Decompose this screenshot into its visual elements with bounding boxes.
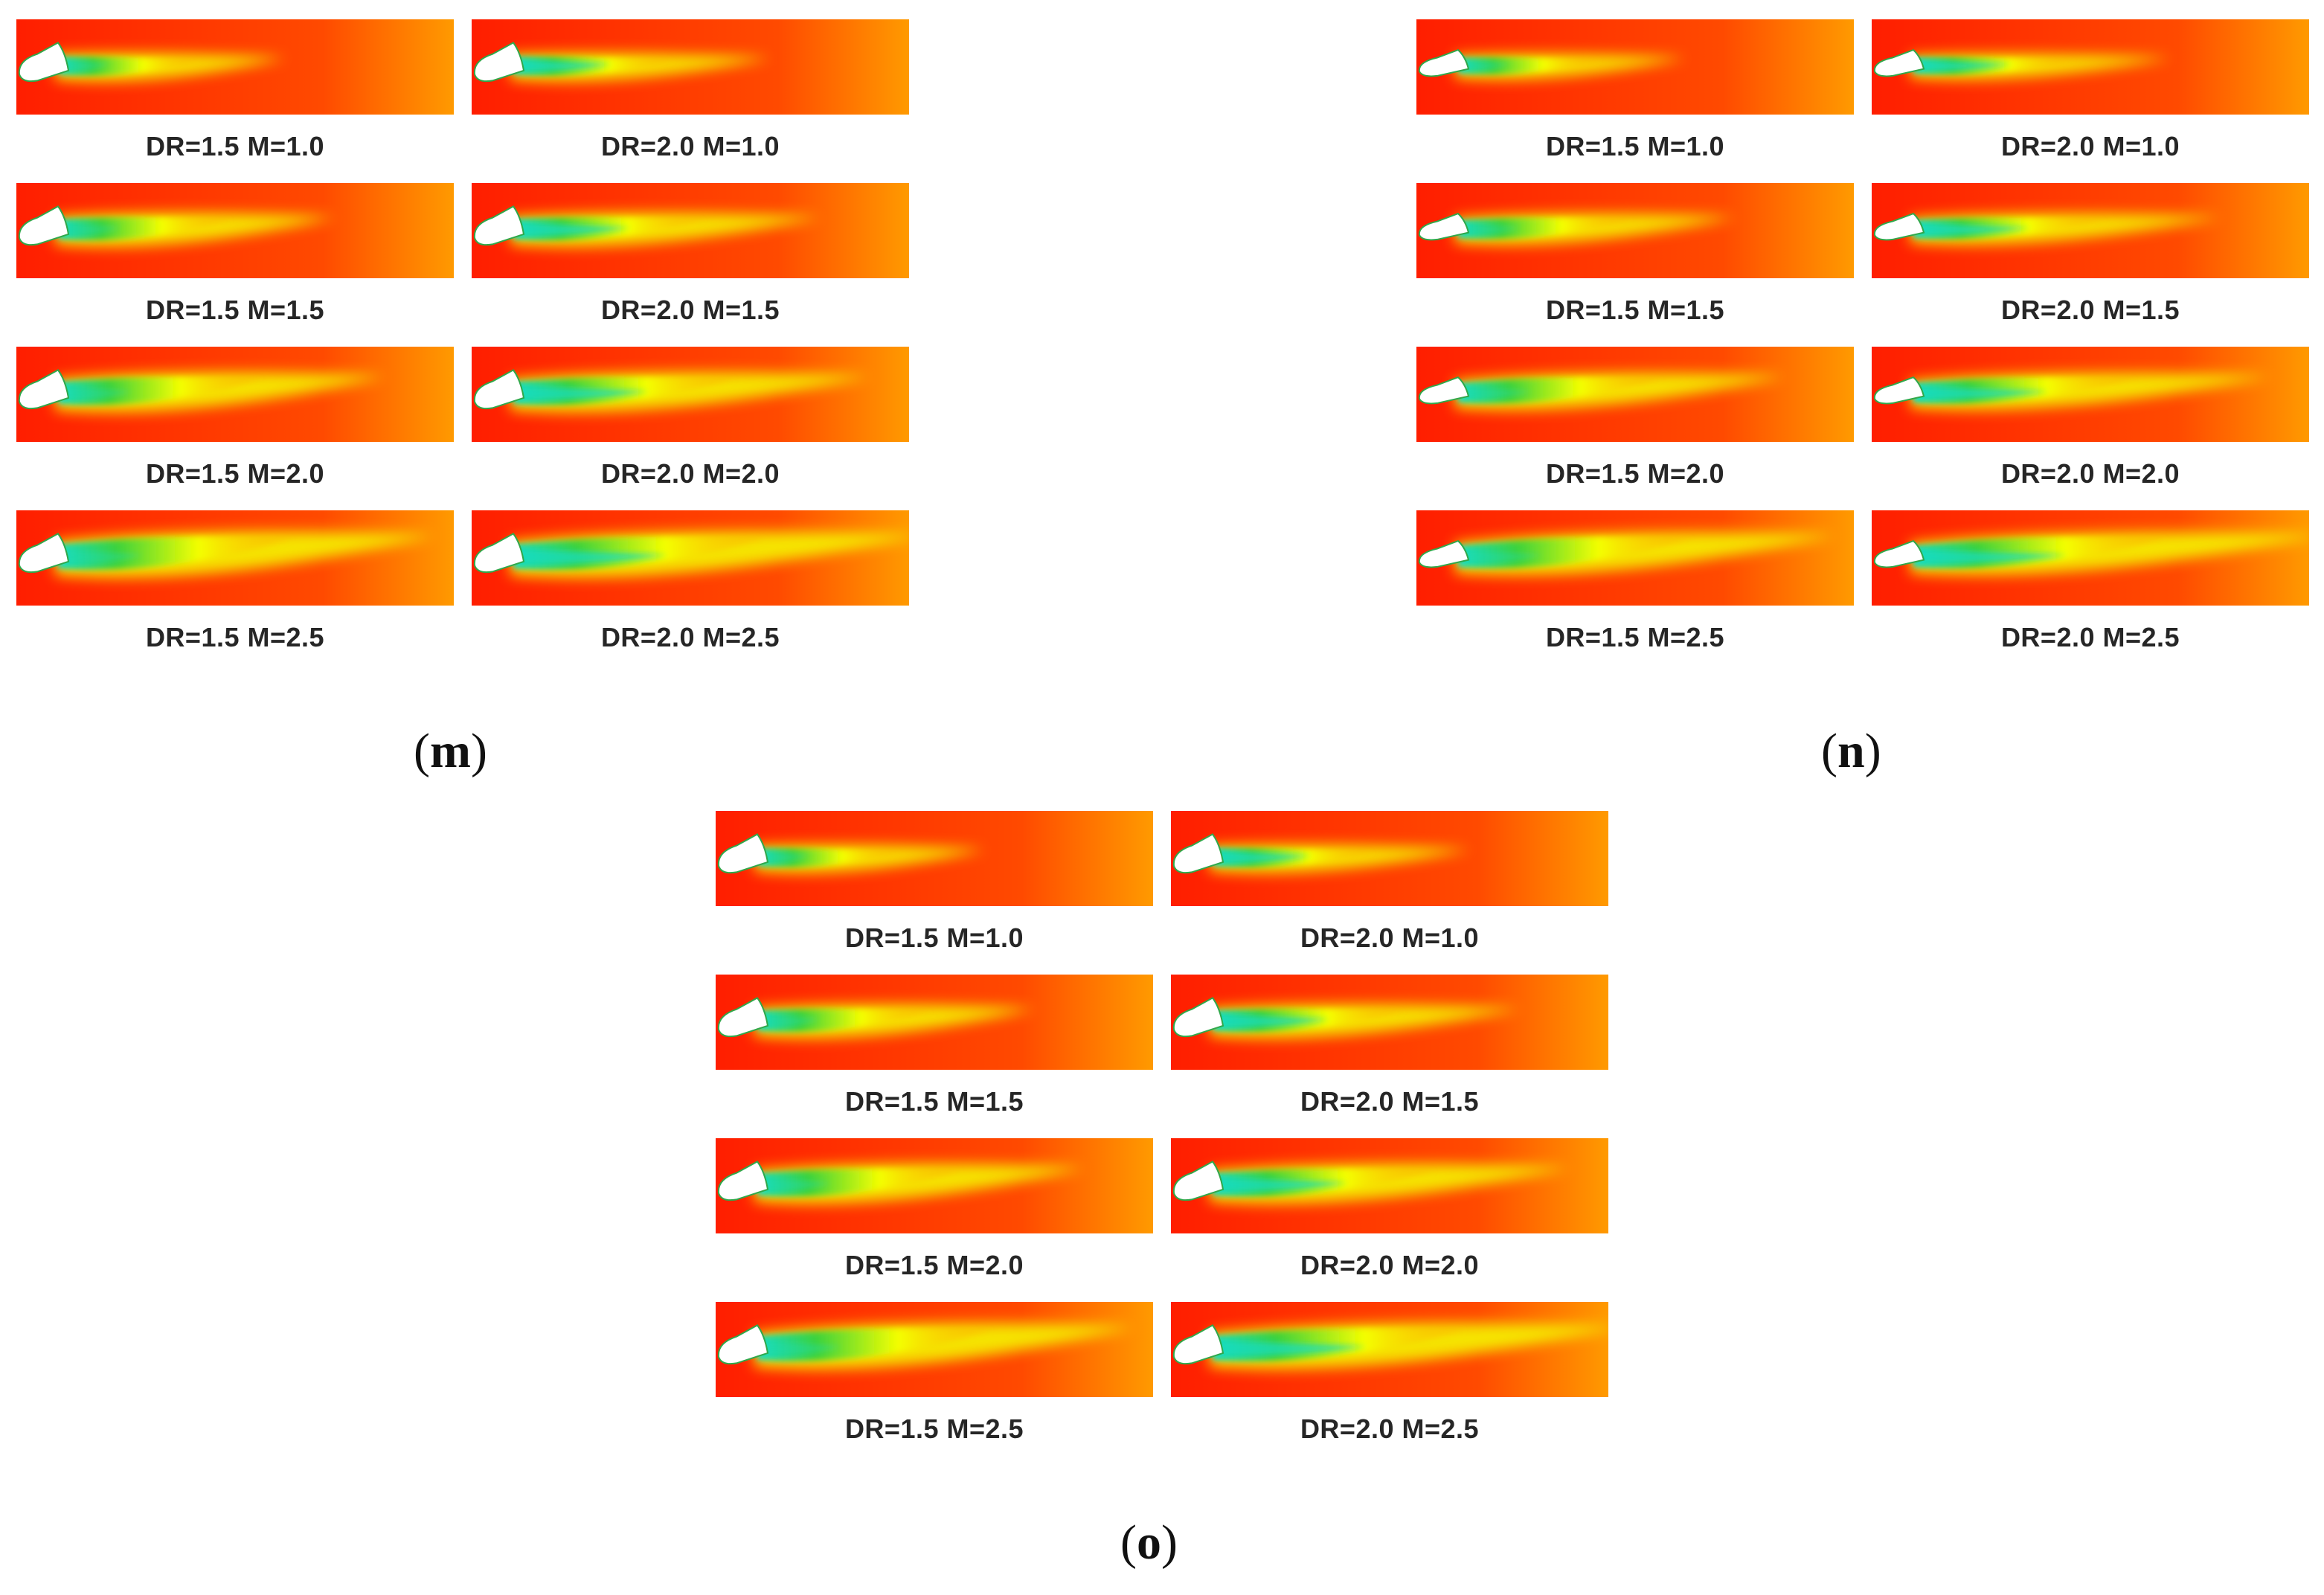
contour-panel <box>16 510 454 606</box>
panel-cell: DR=2.0 M=1.5 <box>472 183 909 347</box>
panel-caption: DR=1.5 M=2.5 <box>844 1413 1024 1444</box>
panel-cell: DR=2.0 M=1.0 <box>1171 811 1608 975</box>
subfigure-label-o: (o) <box>1120 1515 1178 1570</box>
contour-panel <box>1416 510 1854 606</box>
panel-caption: DR=1.5 M=1.5 <box>1545 295 1725 325</box>
panel-cell: DR=1.5 M=1.5 <box>16 183 454 347</box>
panel-caption: DR=2.0 M=2.0 <box>600 458 780 489</box>
contour-panel <box>16 183 454 278</box>
panel-caption: DR=2.0 M=2.0 <box>2000 458 2180 489</box>
contour-panel <box>472 19 909 115</box>
panel-caption: DR=2.0 M=2.5 <box>600 622 780 652</box>
panel-cell: DR=2.0 M=2.0 <box>472 347 909 510</box>
contour-panel <box>1416 19 1854 115</box>
contour-panel <box>1872 19 2309 115</box>
contour-panel <box>472 347 909 442</box>
panel-caption: DR=1.5 M=1.0 <box>844 922 1024 953</box>
panel-caption: DR=2.0 M=2.5 <box>1300 1413 1480 1444</box>
contour-panel <box>716 1302 1153 1397</box>
panel-cell: DR=2.0 M=1.5 <box>1171 975 1608 1138</box>
contour-panel <box>472 183 909 278</box>
panel-caption: DR=1.5 M=1.0 <box>1545 131 1725 161</box>
subfigure-m: DR=1.5 M=1.0 DR=2.0 M=1.0 DR=1.5 M=1.5 D… <box>16 19 909 674</box>
panel-caption: DR=1.5 M=1.5 <box>844 1086 1024 1117</box>
panel-caption: DR=1.5 M=2.0 <box>844 1250 1024 1280</box>
panel-caption: DR=1.5 M=2.0 <box>145 458 325 489</box>
subfigure-label-n: (n) <box>1821 724 1881 778</box>
contour-panel <box>1416 183 1854 278</box>
panel-caption: DR=2.0 M=1.0 <box>600 131 780 161</box>
contour-panel <box>716 811 1153 906</box>
panel-cell: DR=1.5 M=1.0 <box>1416 19 1854 183</box>
contour-panel <box>16 19 454 115</box>
panel-cell: DR=1.5 M=2.0 <box>716 1138 1153 1302</box>
contour-panel <box>1872 183 2309 278</box>
panel-caption: DR=2.0 M=1.0 <box>2000 131 2180 161</box>
panel-caption: DR=2.0 M=2.5 <box>2000 622 2180 652</box>
contour-panel <box>1872 510 2309 606</box>
contour-panel <box>716 975 1153 1070</box>
panel-cell: DR=2.0 M=2.5 <box>1872 510 2309 674</box>
panel-cell: DR=1.5 M=1.5 <box>1416 183 1854 347</box>
panel-caption: DR=1.5 M=1.0 <box>145 131 325 161</box>
panel-cell: DR=2.0 M=1.5 <box>1872 183 2309 347</box>
panel-caption: DR=2.0 M=1.5 <box>2000 295 2180 325</box>
panel-caption: DR=2.0 M=1.5 <box>600 295 780 325</box>
contour-panel <box>1872 347 2309 442</box>
contour-panel <box>472 510 909 606</box>
contour-panel <box>1171 975 1608 1070</box>
panel-cell: DR=1.5 M=1.0 <box>16 19 454 183</box>
panel-caption: DR=1.5 M=2.5 <box>1545 622 1725 652</box>
panel-cell: DR=1.5 M=2.5 <box>16 510 454 674</box>
panel-cell: DR=1.5 M=2.0 <box>1416 347 1854 510</box>
panel-cell: DR=1.5 M=2.5 <box>716 1302 1153 1466</box>
panel-caption: DR=2.0 M=1.5 <box>1300 1086 1480 1117</box>
panel-cell: DR=2.0 M=2.5 <box>472 510 909 674</box>
panel-cell: DR=1.5 M=2.0 <box>16 347 454 510</box>
subfigure-label-m: (m) <box>414 724 487 778</box>
panel-caption: DR=1.5 M=1.5 <box>145 295 325 325</box>
panel-caption: DR=1.5 M=2.0 <box>1545 458 1725 489</box>
contour-panel <box>1416 347 1854 442</box>
panel-cell: DR=1.5 M=1.0 <box>716 811 1153 975</box>
panel-caption: DR=1.5 M=2.5 <box>145 622 325 652</box>
subfigure-n: DR=1.5 M=1.0 DR=2.0 M=1.0 DR=1.5 M=1.5 D… <box>1416 19 2309 674</box>
panel-cell: DR=2.0 M=1.0 <box>472 19 909 183</box>
panel-cell: DR=2.0 M=1.0 <box>1872 19 2309 183</box>
contour-panel <box>1171 811 1608 906</box>
contour-panel <box>1171 1138 1608 1233</box>
contour-panel <box>16 347 454 442</box>
panel-cell: DR=1.5 M=1.5 <box>716 975 1153 1138</box>
panel-cell: DR=1.5 M=2.5 <box>1416 510 1854 674</box>
panel-cell: DR=2.0 M=2.0 <box>1171 1138 1608 1302</box>
panel-cell: DR=2.0 M=2.5 <box>1171 1302 1608 1466</box>
contour-panel <box>1171 1302 1608 1397</box>
panel-caption: DR=2.0 M=2.0 <box>1300 1250 1480 1280</box>
panel-cell: DR=2.0 M=2.0 <box>1872 347 2309 510</box>
panel-caption: DR=2.0 M=1.0 <box>1300 922 1480 953</box>
subfigure-o: DR=1.5 M=1.0 DR=2.0 M=1.0 DR=1.5 M=1.5 D… <box>716 811 1608 1466</box>
contour-panel <box>716 1138 1153 1233</box>
